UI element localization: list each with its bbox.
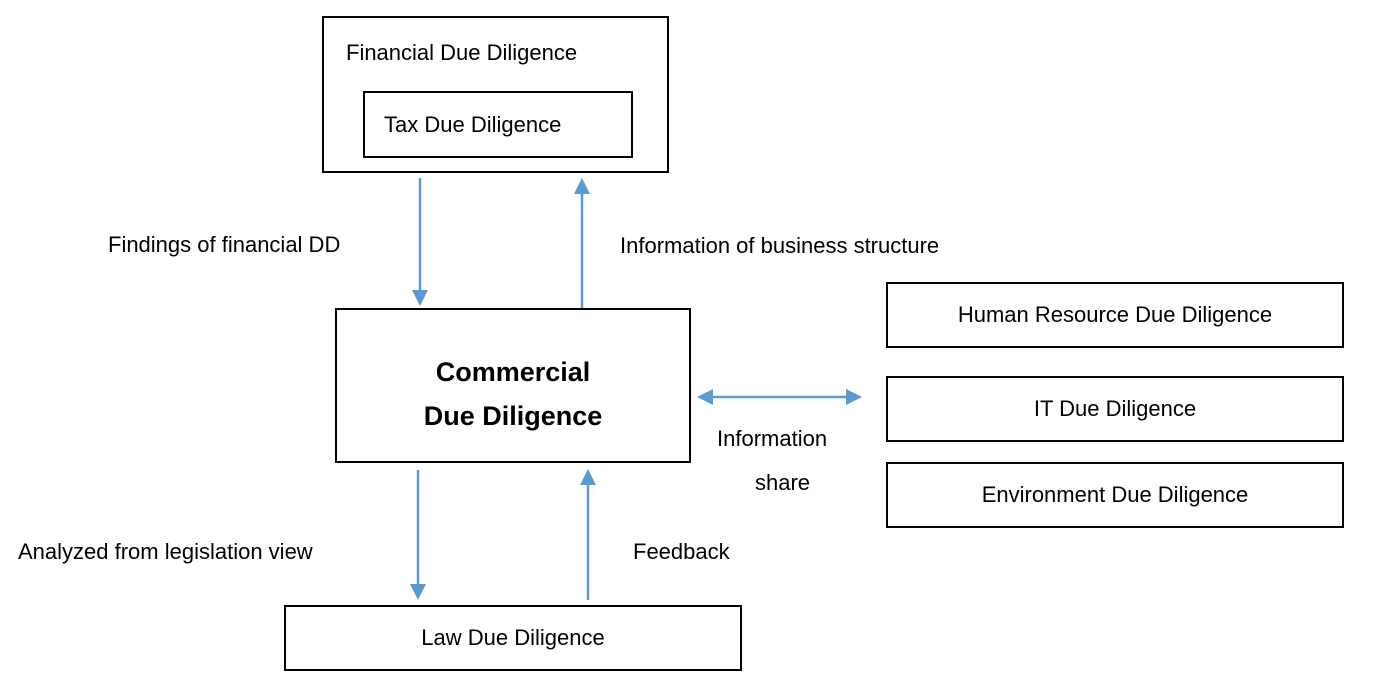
environment-due-diligence-label: Environment Due Diligence	[981, 482, 1249, 507]
information-of-business-structure-label: Information of business structure	[620, 233, 940, 258]
information-share-label-line1: Information	[717, 426, 828, 451]
arrow-legislation-down-head	[410, 584, 426, 600]
arrow-feedback-up-head	[580, 469, 596, 485]
it-due-diligence-label: IT Due Diligence	[1033, 396, 1197, 421]
financial-due-diligence-title: Financial Due Diligence	[346, 40, 578, 65]
tax-due-diligence-box: Tax Due Diligence	[363, 91, 633, 158]
information-share-label-line2: share	[755, 470, 811, 495]
arrow-information-share-left-head	[697, 389, 713, 405]
arrow-information-share-right-head	[846, 389, 862, 405]
arrow-findings-down-head	[412, 290, 428, 306]
human-resource-due-diligence-label: Human Resource Due Diligence	[957, 302, 1273, 327]
law-due-diligence-label: Law Due Diligence	[421, 625, 605, 650]
tax-due-diligence-label: Tax Due Diligence	[384, 111, 562, 137]
human-resource-due-diligence-box: Human Resource Due Diligence	[886, 282, 1344, 348]
commercial-due-diligence-line1: Commercial	[435, 357, 591, 388]
commercial-due-diligence-line2: Due Diligence	[423, 400, 603, 431]
law-due-diligence-box: Law Due Diligence	[284, 605, 742, 671]
financial-due-diligence-box: Financial Due Diligence Tax Due Diligenc…	[322, 16, 669, 173]
analyzed-from-legislation-view-label: Analyzed from legislation view	[18, 539, 313, 564]
it-due-diligence-box: IT Due Diligence	[886, 376, 1344, 442]
arrow-business-structure-up-head	[574, 178, 590, 194]
findings-of-financial-dd-label: Findings of financial DD	[108, 232, 341, 257]
environment-due-diligence-box: Environment Due Diligence	[886, 462, 1344, 528]
feedback-label: Feedback	[633, 539, 730, 564]
commercial-due-diligence-box: Commercial Due Diligence	[335, 308, 691, 463]
